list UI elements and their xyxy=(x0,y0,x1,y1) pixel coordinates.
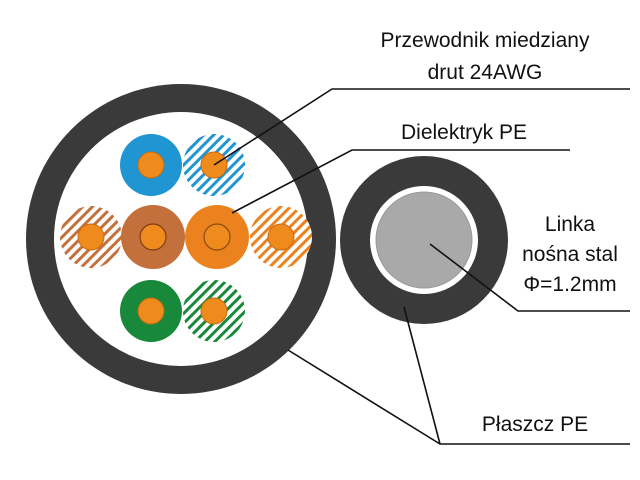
leader-line-dielectric xyxy=(231,149,570,214)
messenger-label-line2: nośna stal xyxy=(522,243,618,266)
jacket-label: Płaszcz PE xyxy=(481,413,589,436)
wire-brown xyxy=(121,205,185,269)
messenger-label-line1: Linka xyxy=(544,213,596,236)
wire-white-green xyxy=(183,280,245,342)
wire-orange xyxy=(185,205,249,269)
leader-line-jacket-messenger xyxy=(403,306,441,445)
messenger-label: Linka nośna stal Φ=1.2mm xyxy=(500,210,640,300)
conductor-label-line2: drut 24AWG xyxy=(427,61,543,84)
wire-white-brown xyxy=(60,206,122,268)
leader-line-conductor xyxy=(213,88,630,166)
leader-line-messenger xyxy=(429,243,630,312)
messenger-label-line3: Φ=1.2mm xyxy=(523,273,617,296)
dielectric-label: Dielektryk PE xyxy=(400,121,528,144)
conductor-label-line1: Przewodnik miedziany xyxy=(380,29,590,52)
wire-white-orange xyxy=(250,206,312,268)
conductor-label: Przewodnik miedziany drut 24AWG xyxy=(330,28,640,86)
wire-blue xyxy=(120,134,182,196)
wire-green xyxy=(120,280,182,342)
messenger-steel-core xyxy=(375,191,473,289)
